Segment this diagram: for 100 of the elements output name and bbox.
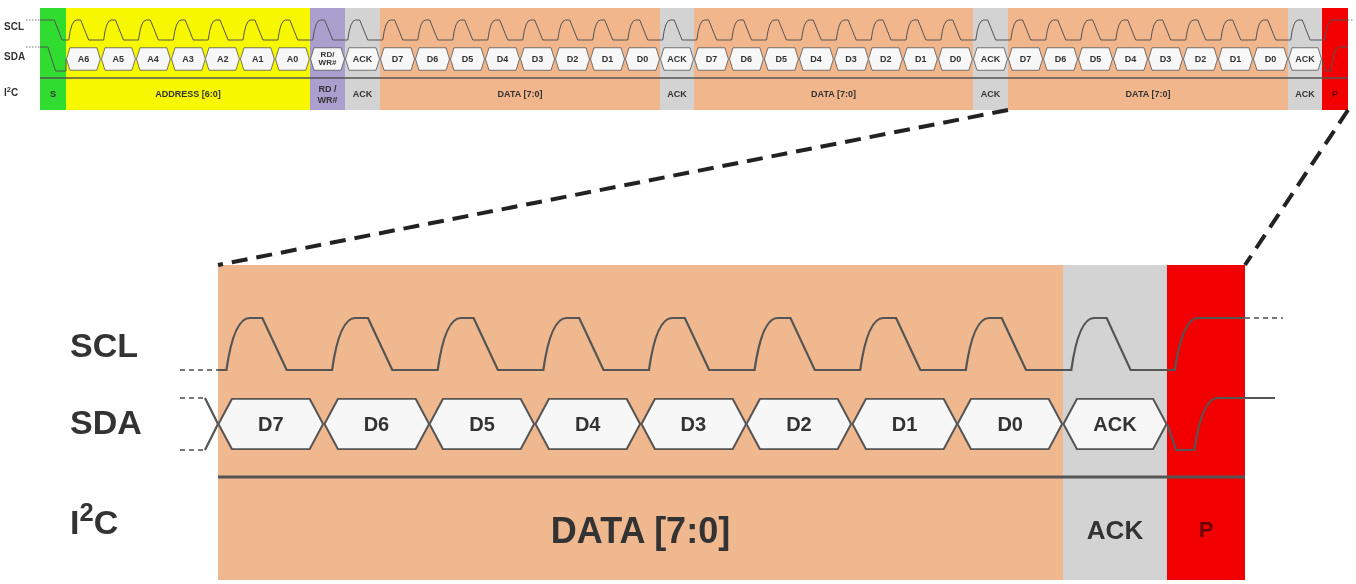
bit-hexagon xyxy=(1008,47,1043,71)
bit-hexagon xyxy=(1183,47,1218,71)
segment-label: DATA [7:0] xyxy=(497,89,543,101)
bit-hexagon xyxy=(345,47,380,71)
signal-name: SCL xyxy=(4,22,24,32)
signal-name: I$^{2}$C xyxy=(70,505,119,539)
bit-label: D5 xyxy=(774,54,788,64)
segment-label: ADDRESS [6:0] xyxy=(155,89,221,101)
bit-label: D5 xyxy=(460,54,475,64)
bit-label: D0 xyxy=(1263,54,1278,64)
signal-name: SCL xyxy=(70,328,138,362)
zoom-line xyxy=(217,108,1009,267)
zoom-line xyxy=(1243,108,1350,267)
bit-hexagon xyxy=(170,47,206,71)
bit-hexagon xyxy=(640,398,747,450)
bit-label: D1 xyxy=(913,54,928,64)
bit-label: D4 xyxy=(1123,54,1138,64)
bit-hexagon xyxy=(973,47,1008,71)
bit-hexagon xyxy=(957,398,1063,450)
bit-label: D3 xyxy=(1158,54,1173,64)
bit-label: D6 xyxy=(425,54,440,64)
bit-label: A5 xyxy=(111,54,125,64)
bit-hexagon xyxy=(1218,47,1253,71)
segment-label: DATA [7:0] xyxy=(1125,89,1171,101)
bit-label: D6 xyxy=(362,414,391,434)
bit-hexagon xyxy=(450,47,485,71)
segment-label: P xyxy=(1198,516,1214,544)
bit-hexagon xyxy=(1148,47,1183,71)
bit-hexagon xyxy=(240,47,276,71)
bit-label: D4 xyxy=(809,54,823,64)
bit-hexagon xyxy=(534,398,641,450)
bit-label: D4 xyxy=(495,54,510,64)
bit-hexagon xyxy=(868,47,904,71)
bit-label: D4 xyxy=(573,414,602,434)
bit-label: D0 xyxy=(635,54,650,64)
bit-hexagon xyxy=(66,47,101,71)
bit-label: D3 xyxy=(844,54,858,64)
bit-label: D2 xyxy=(1193,54,1208,64)
bit-label: D2 xyxy=(879,54,893,64)
bit-label: D1 xyxy=(1228,54,1243,64)
bit-hexagon xyxy=(903,47,939,71)
bit-label: D7 xyxy=(390,54,405,64)
signal-name: I$^{2}$C xyxy=(4,88,19,98)
bit-label: D1 xyxy=(890,414,919,434)
bit-hexagon xyxy=(275,47,310,71)
bit-label: D2 xyxy=(785,414,813,434)
bit-label: ACK xyxy=(351,54,374,64)
bit-label: A6 xyxy=(76,54,91,64)
bit-hexagon xyxy=(1043,47,1078,71)
segment-label: DATA [7:0] xyxy=(811,89,856,101)
segment-label: DATA [7:0] xyxy=(550,508,731,553)
bit-label: ACK xyxy=(979,54,1002,64)
signal-segment xyxy=(1167,265,1245,580)
bit-label: ACK xyxy=(1092,414,1138,434)
signal-name: SDA xyxy=(4,52,26,62)
signal-segment xyxy=(660,8,694,110)
signal-segment xyxy=(694,8,973,110)
segment-label: ACK xyxy=(1086,513,1144,547)
segment-label: S xyxy=(50,89,56,101)
bit-hexagon xyxy=(218,398,324,450)
segment-label: ACK xyxy=(352,89,373,101)
bit-label: D3 xyxy=(679,414,708,434)
bit-label: D6 xyxy=(739,54,754,64)
segment-label: ACK xyxy=(667,89,687,101)
bit-hexagon xyxy=(625,47,660,71)
bit-hexagon xyxy=(100,47,136,71)
bit-hexagon xyxy=(310,47,345,71)
bit-hexagon xyxy=(938,47,973,71)
signal-segment xyxy=(40,8,66,110)
bit-label: D1 xyxy=(600,54,615,64)
signal-segment xyxy=(973,8,1008,110)
bit-hexagon xyxy=(1113,47,1148,71)
bit-label: RD/ WR# xyxy=(317,51,338,67)
bit-hexagon xyxy=(555,47,590,71)
bit-hexagon xyxy=(851,398,958,450)
bit-hexagon xyxy=(380,47,415,71)
bit-hexagon xyxy=(1288,47,1322,71)
bit-hexagon xyxy=(485,47,520,71)
bit-hexagon xyxy=(590,47,625,71)
segment-label: ACK xyxy=(980,89,1001,101)
bit-hexagon xyxy=(728,47,764,71)
bit-hexagon xyxy=(429,398,535,450)
bit-label: A0 xyxy=(285,54,300,64)
bit-label: A4 xyxy=(146,54,160,64)
bit-hexagon xyxy=(763,47,799,71)
bit-label: D7 xyxy=(1018,54,1033,64)
signal-segment xyxy=(1008,8,1288,110)
bit-label: D5 xyxy=(1088,54,1103,64)
signal-segment xyxy=(380,8,660,110)
bit-hexagon xyxy=(660,47,694,71)
bit-label: D7 xyxy=(704,54,719,64)
bit-label: D0 xyxy=(948,54,963,64)
signal-segment xyxy=(1322,8,1348,110)
bit-label: ACK xyxy=(666,54,688,64)
bit-hexagon xyxy=(520,47,555,71)
signal-segment xyxy=(1063,265,1167,580)
signal-segment xyxy=(66,8,310,110)
bit-label: A1 xyxy=(250,54,265,64)
bit-hexagon xyxy=(1253,47,1288,71)
bit-hexagon xyxy=(415,47,450,71)
